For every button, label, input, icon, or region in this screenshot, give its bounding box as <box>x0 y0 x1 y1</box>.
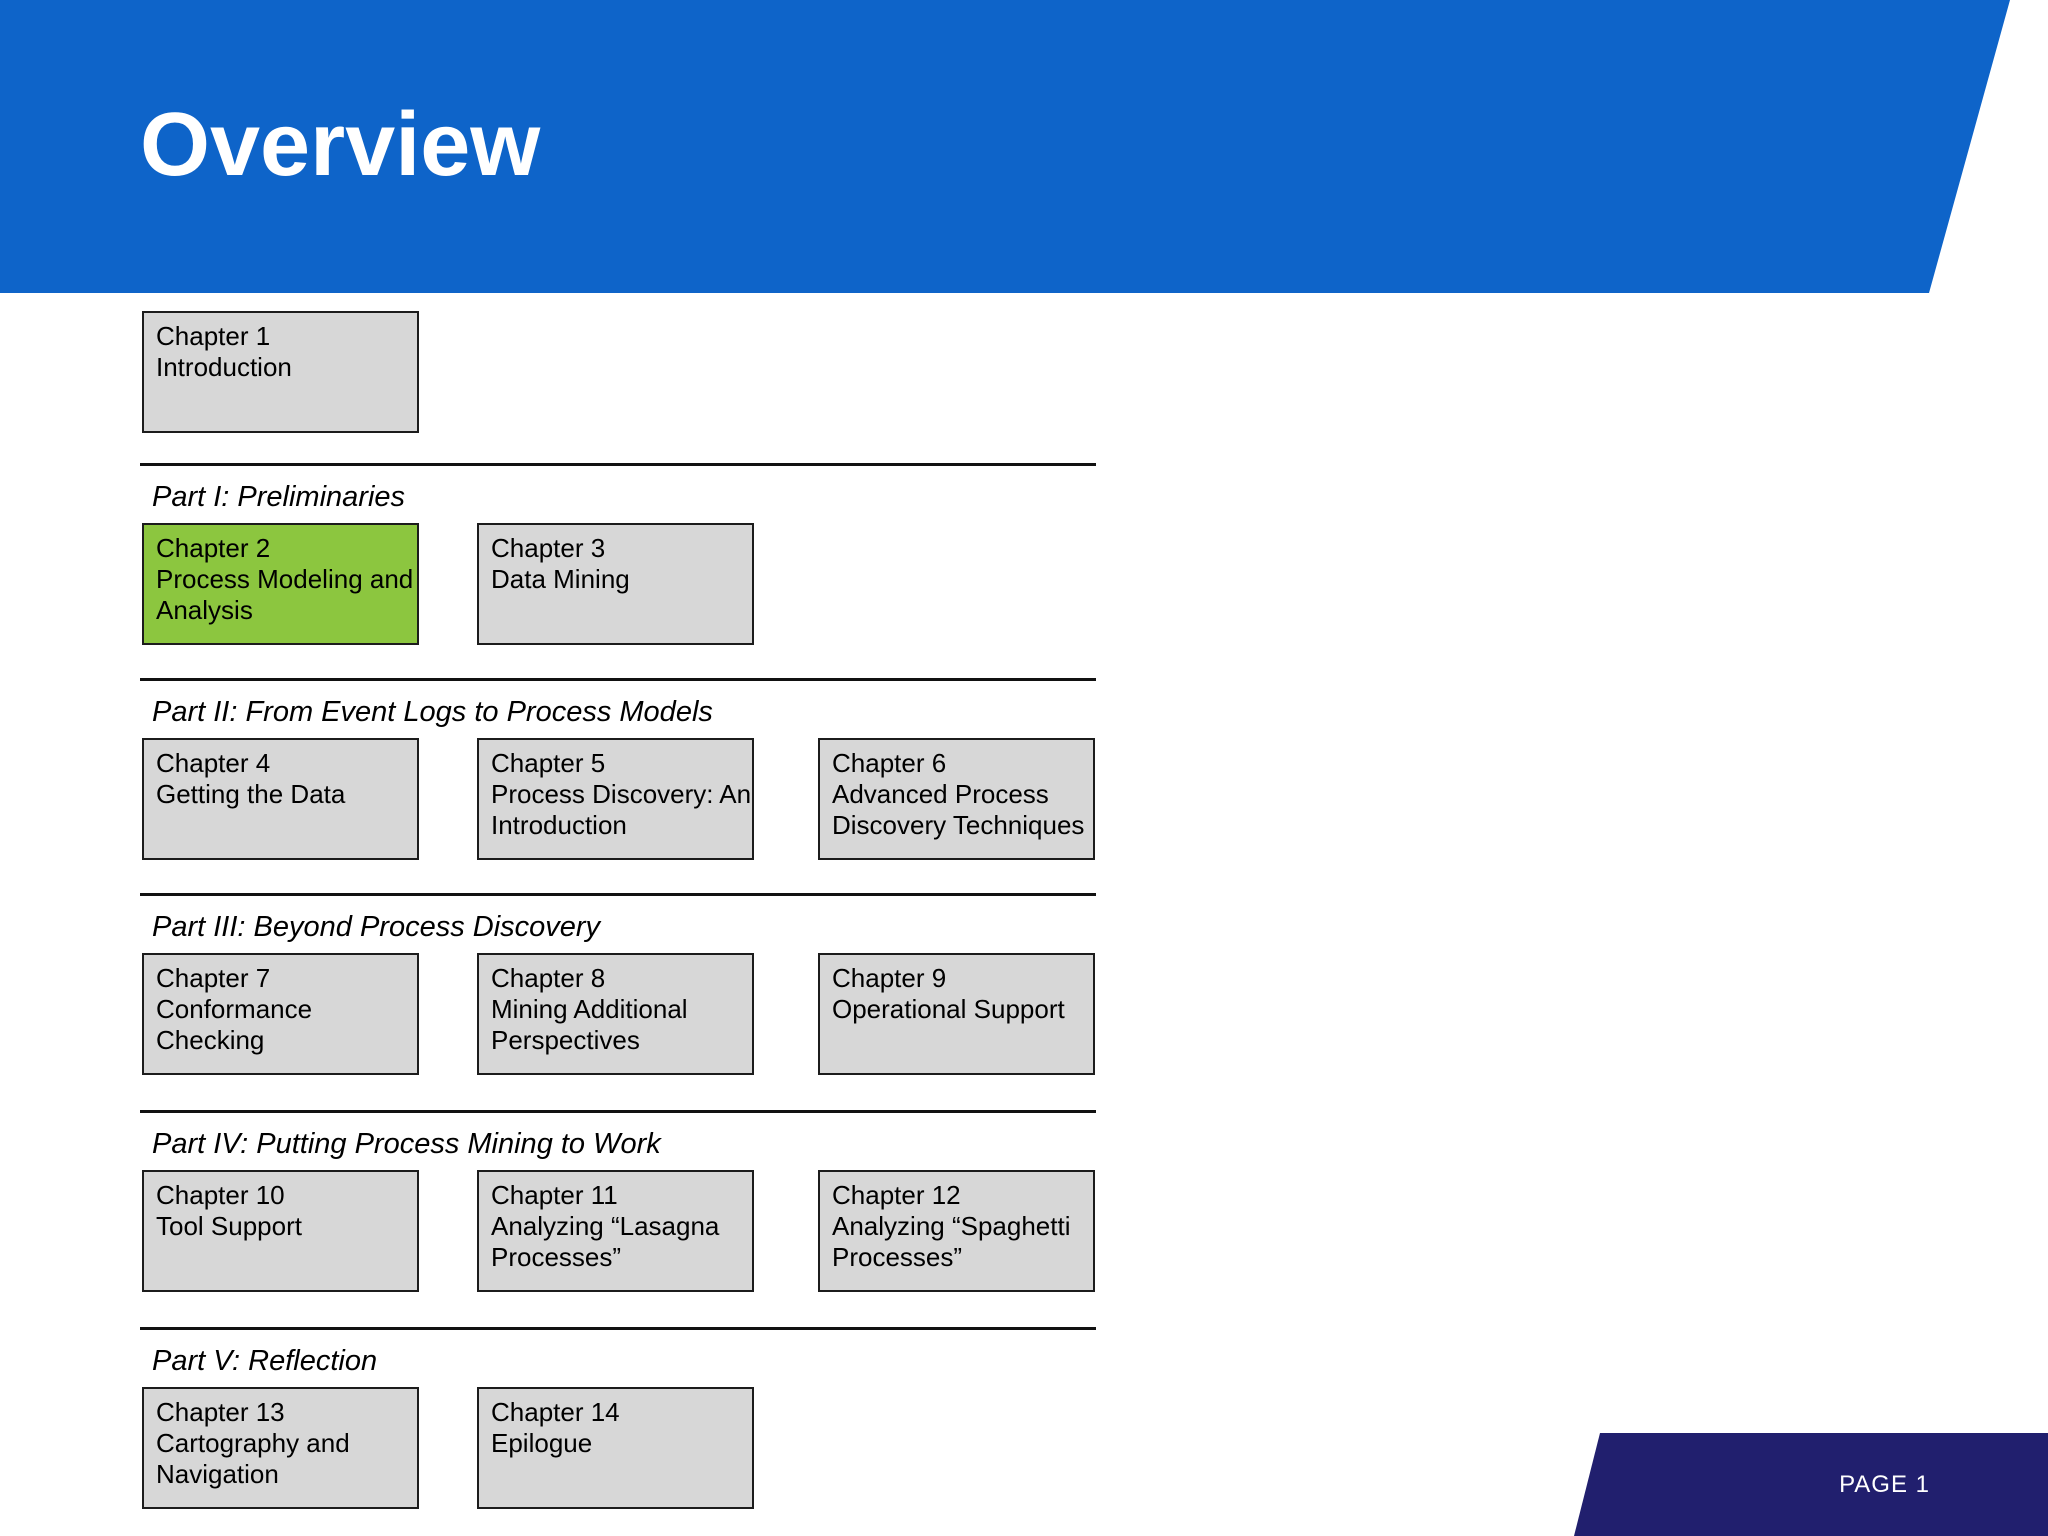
chapter-title-line: Checking <box>156 1025 265 1055</box>
part-label: Part I: Preliminaries <box>152 481 406 513</box>
chapter-title-line: Discovery Techniques <box>832 810 1085 840</box>
chapter-number: Chapter 13 <box>156 1397 285 1427</box>
chapter-number: Chapter 6 <box>832 748 947 778</box>
chapter-title-line: Operational Support <box>832 994 1065 1024</box>
page-title: Overview <box>140 95 541 195</box>
chapter-title-line: Getting the Data <box>156 779 346 809</box>
chapter-11-box: Chapter 11 Analyzing “Lasagna Processes” <box>477 1170 754 1292</box>
chapter-title-line: Epilogue <box>491 1428 593 1458</box>
chapter-title-line: Process Modeling and <box>156 564 414 594</box>
chapter-title-line: Advanced Process <box>832 779 1049 809</box>
chapter-1-box: Chapter 1 Introduction <box>142 311 419 433</box>
chapter-2-box: Chapter 2 Process Modeling and Analysis <box>142 523 419 645</box>
chapter-7-box: Chapter 7 Conformance Checking <box>142 953 419 1075</box>
chapter-14-box: Chapter 14 Epilogue <box>477 1387 754 1509</box>
part-divider <box>140 1327 1096 1330</box>
part-divider <box>140 463 1096 466</box>
chapter-number: Chapter 4 <box>156 748 271 778</box>
chapter-3-box: Chapter 3 Data Mining <box>477 523 754 645</box>
chapter-number: Chapter 8 <box>491 963 606 993</box>
chapter-title-line: Processes” <box>491 1242 622 1272</box>
part-divider <box>140 678 1096 681</box>
chapter-8-box: Chapter 8 Mining Additional Perspectives <box>477 953 754 1075</box>
part-label: Part IV: Putting Process Mining to Work <box>152 1128 661 1160</box>
chapter-title-line: Mining Additional <box>491 994 688 1024</box>
chapter-number: Chapter 10 <box>156 1180 285 1210</box>
chapter-title-line: Analysis <box>156 595 253 625</box>
chapter-13-box: Chapter 13 Cartography and Navigation <box>142 1387 419 1509</box>
chapter-title-line: Conformance <box>156 994 313 1024</box>
page-number-label: PAGE 1 <box>1839 1470 1930 1498</box>
chapter-title-line: Process Discovery: An <box>491 779 752 809</box>
chapter-number: Chapter 11 <box>491 1180 618 1210</box>
part-label: Part III: Beyond Process Discovery <box>152 911 601 943</box>
chapter-number: Chapter 3 <box>491 533 606 563</box>
chapter-title-line: Introduction <box>491 810 627 840</box>
chapter-title-line: Cartography and <box>156 1428 350 1458</box>
chapter-number: Chapter 9 <box>832 963 947 993</box>
chapter-10-box: Chapter 10 Tool Support <box>142 1170 419 1292</box>
chapter-4-box: Chapter 4 Getting the Data <box>142 738 419 860</box>
chapter-number: Chapter 7 <box>156 963 271 993</box>
chapter-5-box: Chapter 5 Process Discovery: An Introduc… <box>477 738 754 860</box>
part-label: Part V: Reflection <box>152 1345 378 1377</box>
part-divider <box>140 893 1096 896</box>
chapter-title-line: Navigation <box>156 1459 279 1489</box>
chapter-number: Chapter 5 <box>491 748 606 778</box>
chapter-number: Chapter 12 <box>832 1180 961 1210</box>
chapter-6-box: Chapter 6 Advanced Process Discovery Tec… <box>818 738 1095 860</box>
part-label: Part II: From Event Logs to Process Mode… <box>152 696 713 728</box>
chapter-title-line: Processes” <box>832 1242 963 1272</box>
chapter-title-line: Analyzing “Spaghetti <box>832 1211 1071 1241</box>
chapter-title-line: Data Mining <box>491 564 630 594</box>
chapter-title-line: Introduction <box>156 352 292 382</box>
chapter-9-box: Chapter 9 Operational Support <box>818 953 1095 1075</box>
chapter-title-line: Tool Support <box>156 1211 302 1241</box>
part-divider <box>140 1110 1096 1113</box>
chapter-title-line: Perspectives <box>491 1025 640 1055</box>
chapter-number: Chapter 2 <box>156 533 271 563</box>
chapter-number: Chapter 1 <box>156 321 271 351</box>
header-banner <box>0 0 2010 293</box>
chapter-number: Chapter 14 <box>491 1397 620 1427</box>
chapter-title-line: Analyzing “Lasagna <box>491 1211 720 1241</box>
chapter-12-box: Chapter 12 Analyzing “Spaghetti Processe… <box>818 1170 1095 1292</box>
footer-banner: PAGE 1 <box>1574 1433 2048 1536</box>
